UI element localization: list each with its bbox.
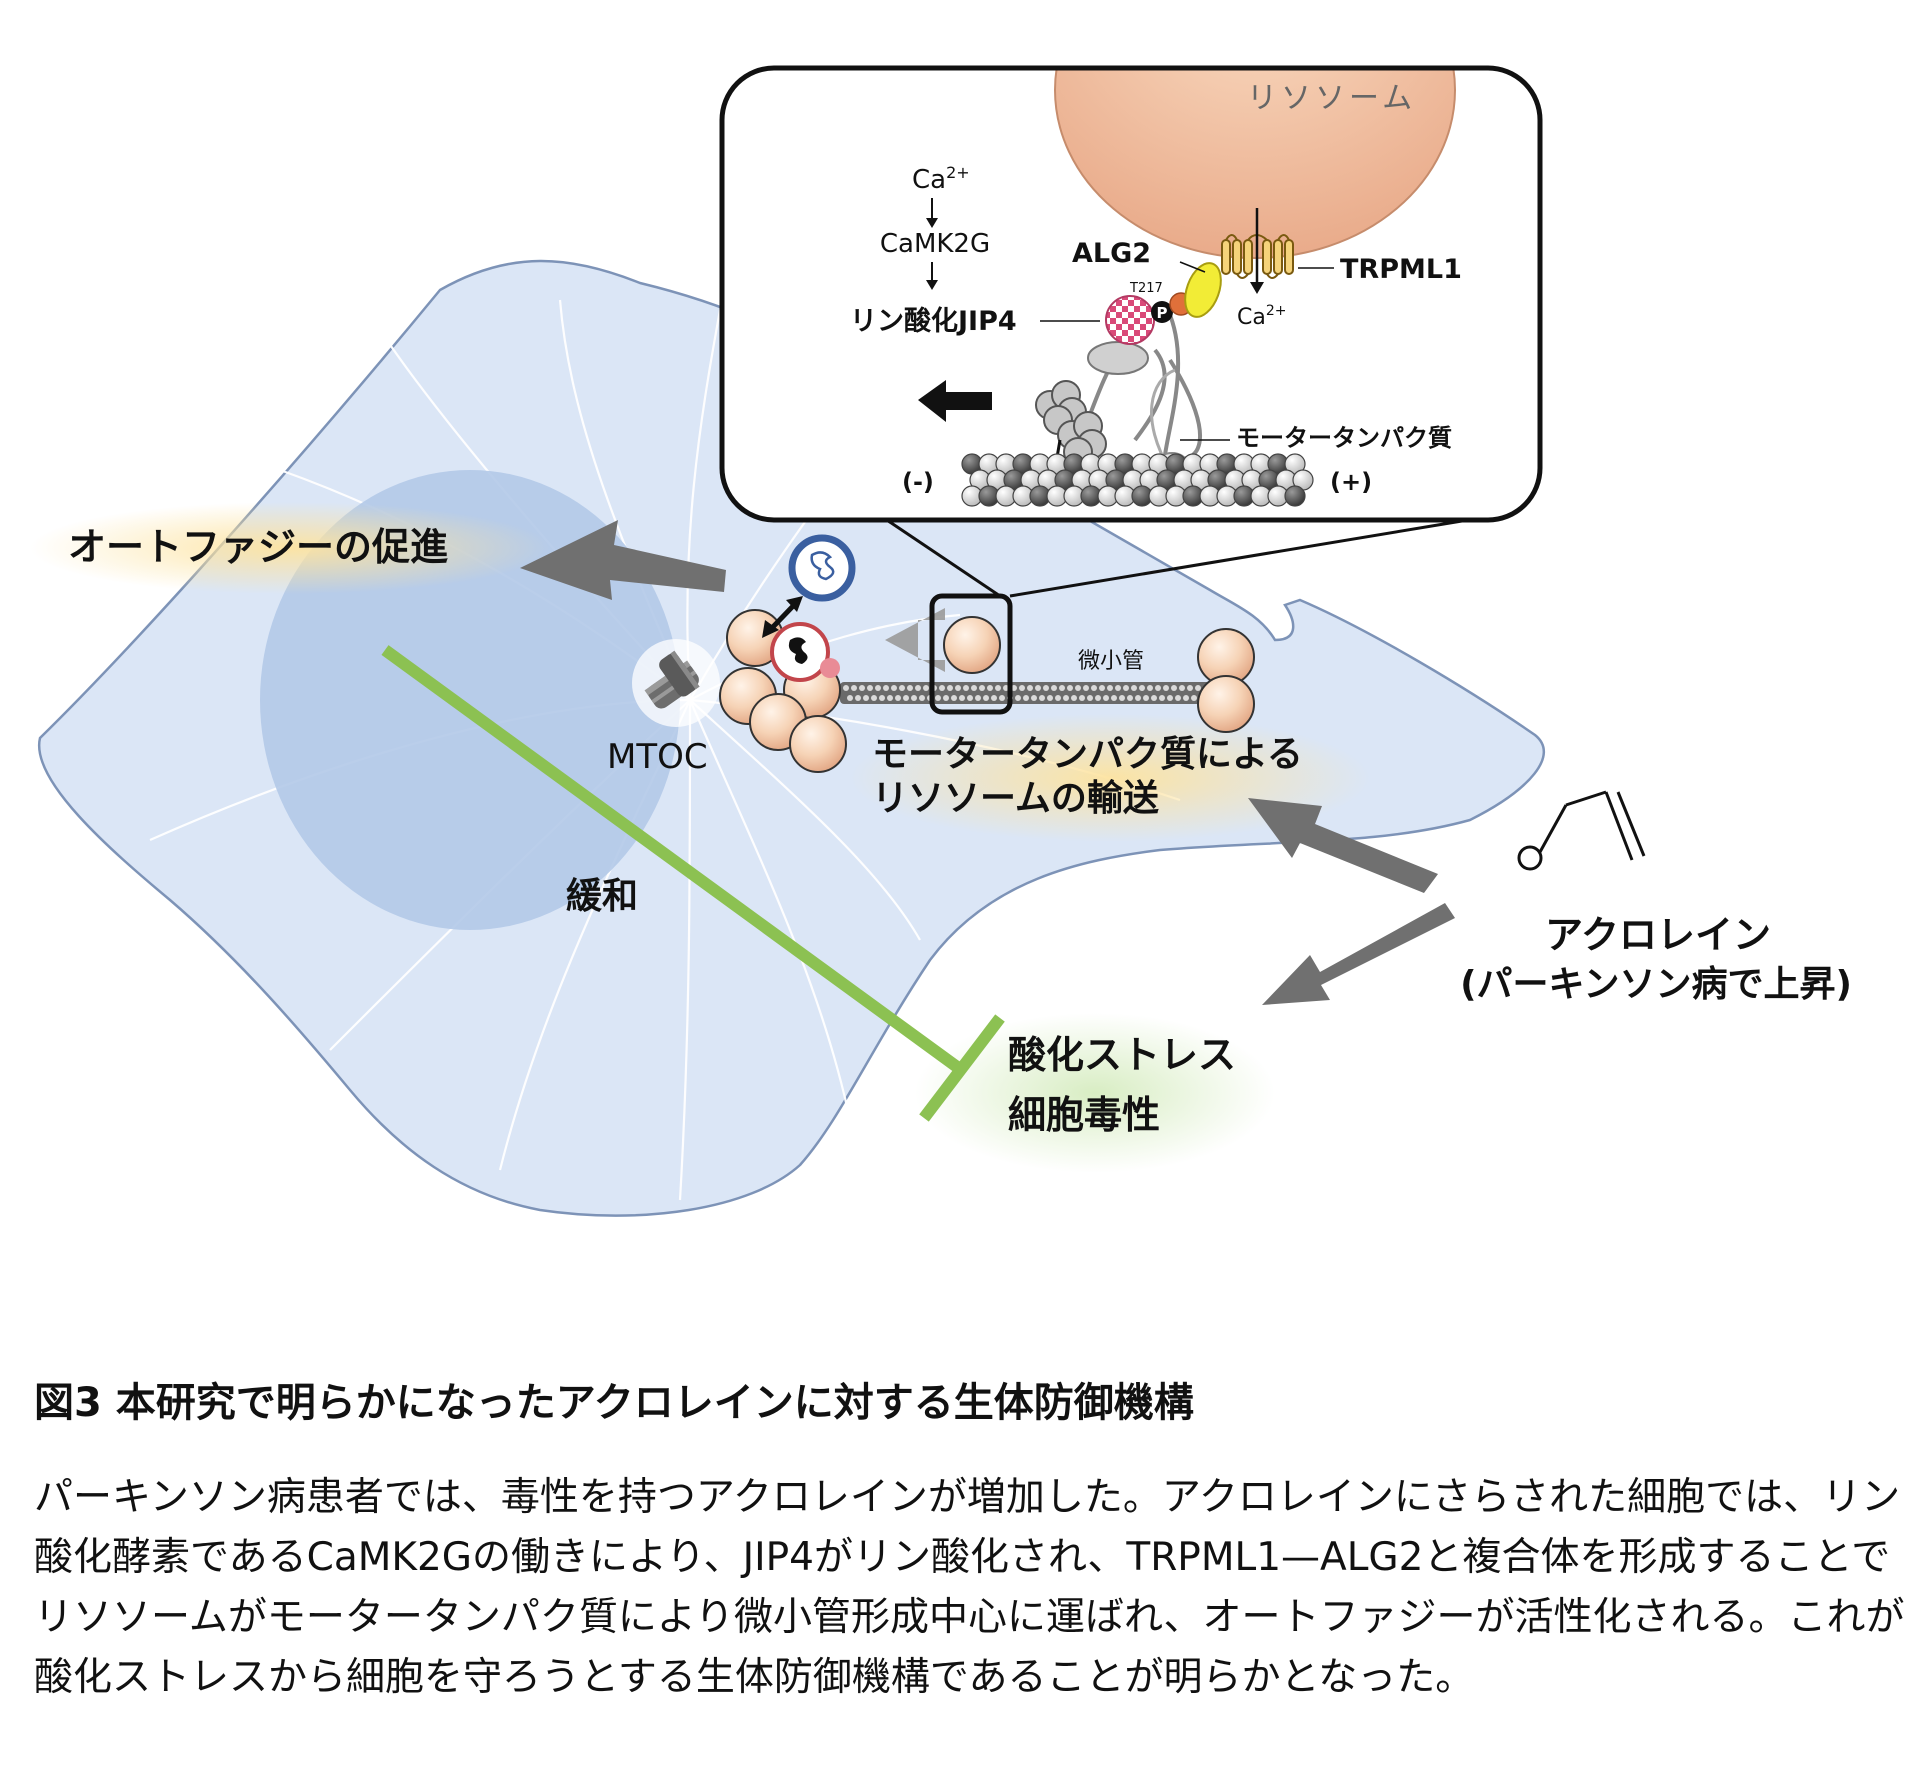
stress-label-line2: 細胞毒性 <box>1008 1093 1160 1137</box>
trpml1-channel-icon <box>1221 234 1294 279</box>
stress-glow <box>915 1013 1275 1173</box>
transport-label-line1: モータータンパク質による <box>872 734 1303 775</box>
t217-label: T217 <box>1129 281 1163 296</box>
zoom-line-right <box>1009 518 1469 598</box>
microtubule-track <box>840 682 1221 704</box>
acrolein-to-transport-arrow <box>1248 798 1438 893</box>
mtoc-label: MTOC <box>607 737 708 777</box>
acrolein-note: (パーキンソン病で上昇) <box>1460 964 1852 1005</box>
autophagy-arrow <box>520 520 726 600</box>
cascade-jip4: リン酸化JIP4 <box>850 306 1017 337</box>
ca-release-label: Ca2+ <box>1237 303 1286 330</box>
motor-protein-label: モータータンパク質 <box>1236 424 1452 452</box>
minus-direction-arrow <box>918 380 992 422</box>
alg2-label: ALG2 <box>1072 238 1151 269</box>
acrolein-to-stress-arrow <box>1262 903 1455 1005</box>
cargo-vesicle-icon <box>788 534 856 602</box>
autophagy-label: オートファジーの促進 <box>68 525 448 569</box>
moving-lysosome <box>885 593 1013 715</box>
transport-glow <box>850 714 1370 842</box>
autophagy-glow <box>30 502 550 594</box>
relief-label: 緩和 <box>566 876 638 917</box>
stress-label-line1: 酸化ストレス <box>1008 1033 1236 1077</box>
inhibition-line <box>381 645 1005 1122</box>
cascade-camk2g: CaMK2G <box>880 229 990 259</box>
zoom-inset: リソソーム Ca2+ CaMK2G リン酸化JIP4 T217 P <box>719 65 1543 523</box>
phospho-group <box>1151 301 1173 323</box>
microtubule-label: 微小管 <box>1078 649 1144 674</box>
plus-end-lysosomes <box>1197 628 1255 733</box>
figure-caption-body: パーキンソン病患者では、毒性を持つアクロレインが増加した。アクロレインにさらされ… <box>34 1475 1905 1700</box>
acrolein-label: アクロレイン <box>1545 913 1771 957</box>
inset-microtubule <box>961 453 1314 507</box>
autophagosome-icon <box>770 622 840 682</box>
cascade-ca: Ca2+ <box>912 163 970 195</box>
figure-caption-title: 図3 本研究で明らかになったアクロレインに対する生体防御機構 <box>34 1380 1194 1426</box>
minus-end-label: (-) <box>902 468 934 496</box>
fusion-arrow-icon <box>762 596 803 638</box>
mtoc-centrosome-icon <box>632 639 720 727</box>
svg-text:P: P <box>1157 304 1168 322</box>
inset-lysosome <box>1054 68 1456 259</box>
adaptor-protein <box>1087 341 1149 375</box>
transport-label-line2: リソソームの輸送 <box>872 778 1159 819</box>
acrolein-structure-icon <box>1517 790 1646 871</box>
jip4-protein <box>1105 295 1155 345</box>
inset-lysosome-label: リソソーム <box>1247 81 1416 116</box>
alg2-protein <box>1184 262 1222 318</box>
plus-end-label: (+) <box>1330 468 1372 496</box>
mechanism-diagram: オートファジーの促進 微小管 MTOC モータータンパク質による リソソームの輸… <box>30 65 1852 1217</box>
trpml1-label: TRPML1 <box>1340 254 1462 285</box>
